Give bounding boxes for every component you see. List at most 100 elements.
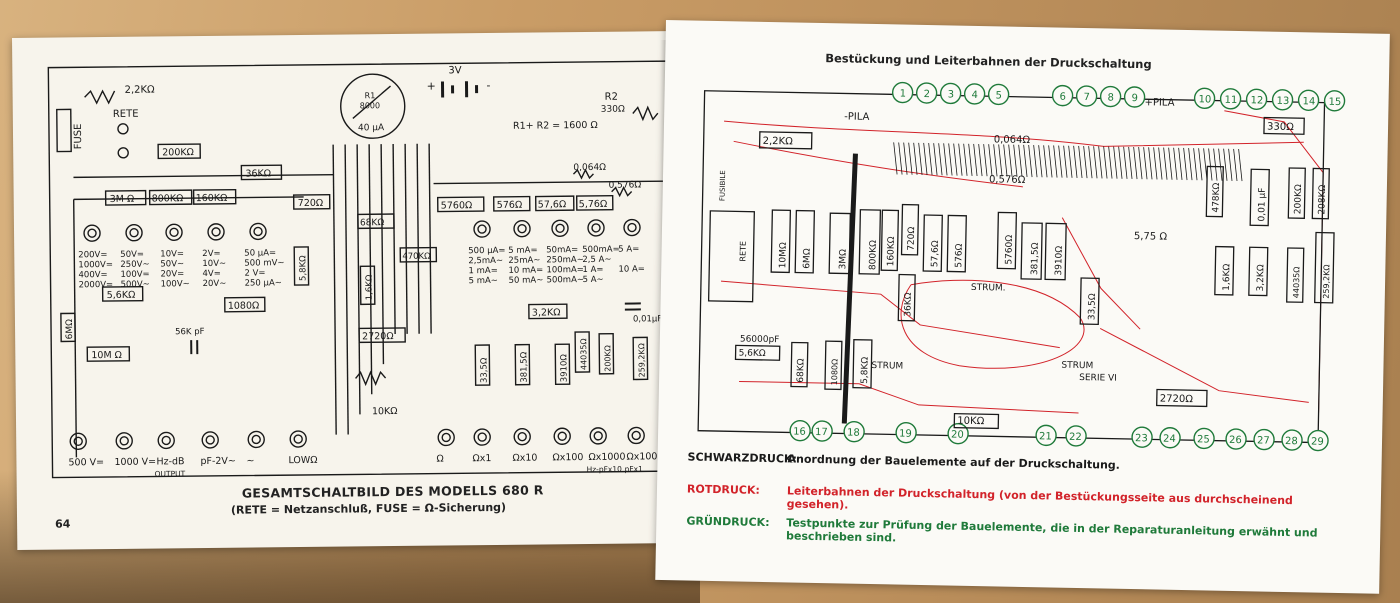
pcb-resistor [852,339,873,389]
coil-winding [1153,147,1158,180]
r-200k2-label: 200KΩ [603,345,612,372]
r2-symbol [632,105,659,122]
test-point-number: 2 [924,89,931,100]
coil-winding [1008,144,1013,177]
coil-winding [1163,147,1168,180]
legend-row: GRÜNDRUCK:Testpunkte zur Prüfung der Bau… [686,514,1346,553]
coil-winding [1068,145,1073,178]
r-576b-box [534,195,575,212]
r-3m-box [104,189,147,206]
coil-winding [1038,145,1043,178]
wiring-grid [72,143,432,458]
terminal-jack [437,428,455,447]
r-200k-box [157,143,201,160]
coil-winding [968,143,973,176]
terminal-label: Ωx100 [552,452,583,463]
coil-winding [1113,146,1118,179]
r2-value: 330Ω [601,105,625,115]
terminal-jack-inner [477,432,487,442]
rete-terminal-1 [117,123,129,135]
pcb-resistor [1248,246,1269,297]
coil-winding [933,143,938,176]
pcb-resistor [794,209,816,274]
r-576c-label: 5,76Ω [579,199,608,210]
test-point-number: 21 [1039,431,1052,442]
range-jack-inner [517,223,527,234]
r-470k-box [399,246,438,263]
pcb-label-r10k: 10KΩ [957,416,984,428]
top-bus [73,173,334,179]
test-point-circle [963,83,986,105]
test-point-circle [1271,89,1294,111]
coil-winding [1078,145,1083,179]
range-label: 500mA= [582,245,620,255]
test-point-circle [1099,85,1122,108]
pcb-label-r3m: 3MΩ [838,249,848,270]
divider-bus [73,196,304,201]
page-number: 64 [55,517,71,531]
ohm-resistor-bank: 33,5Ω 381,5Ω 3910Ω 44035Ω 200KΩ 259,2KΩ [474,331,649,386]
test-point-number: 19 [899,429,912,440]
range-label: 20V= [160,269,184,279]
r-2592-box [632,336,649,381]
r2-label: R2 [605,92,618,103]
test-point-number: 3 [948,89,955,100]
coil-winding [1028,144,1033,178]
slider-rail [841,153,858,424]
coil-winding [1058,145,1063,178]
r-36k-box [240,164,283,181]
terminal-jack-inner [251,434,261,445]
range-jack-inner [87,228,97,238]
pcb-label-r22k: 2,2KΩ [763,136,794,148]
legend-row: ROTDRUCK:Leiterbahnen der Druckschaltung… [687,482,1347,521]
range-label: 100V= [120,270,149,280]
test-point-number: 23 [1135,433,1148,444]
coil-winding [923,142,928,176]
test-point-circle [843,420,865,443]
r-68k-label: 68KΩ [360,218,384,228]
range-label: 4V= [202,269,220,279]
r-32k-box [528,303,568,320]
test-point-circle [1307,429,1329,452]
range-label: 250 μA~ [245,278,282,288]
pcb-resistor [1287,167,1306,219]
pcb-label-r720: 720Ω [907,226,917,250]
pcb-label-r6m: 6MΩ [802,248,812,269]
pcb-resistor [953,412,1000,430]
coil-winding [1013,144,1018,177]
pcb-label-r575: 5,75 Ω [1134,231,1168,243]
test-point-number: 12 [1250,95,1263,106]
terminal-jack [473,428,491,446]
battery-label: 3V [448,65,461,76]
range-label: 25mA~ [508,255,540,265]
coil-winding [1088,146,1093,179]
test-point-number: 27 [1257,435,1270,446]
r-32k-label: 3,2KΩ [532,307,561,318]
pcb-label-c001: 0,01 μF [1257,188,1268,222]
pcb-resistor [824,340,843,391]
terminal-label: ~ [246,455,254,466]
test-point-circle [811,420,833,442]
terminal-label: pF-2V~ [200,456,236,467]
test-point-circle [1219,88,1242,110]
pcb-label-fusible: FUSIBILE [719,170,728,201]
r-576-box [492,195,531,212]
coil-winding [1108,146,1113,179]
test-point-number: 25 [1197,434,1210,445]
pcb-label-c56000: 56000pF [740,334,780,345]
coil-winding [1188,148,1193,181]
pcb-label-r3815: 381,5Ω [1030,242,1041,275]
pcb-label-r16k: 1,6KΩ [1222,264,1233,291]
pcb-resistor [790,341,809,388]
pcb-resistor [1311,167,1330,220]
coil-winding [973,143,978,177]
terminal-jack-inner [161,435,171,446]
range-label: 10 mA= [508,265,543,275]
pcb-resistor [1214,245,1235,296]
r-0064-label: 0,064Ω [573,163,606,173]
range-jack-inner [253,226,263,237]
pcb-label-r5760: 5760Ω [1004,235,1015,265]
r-1080-box [224,296,266,313]
terminal-label: Ωx1 [472,453,491,464]
range-jack-inner [211,227,221,237]
